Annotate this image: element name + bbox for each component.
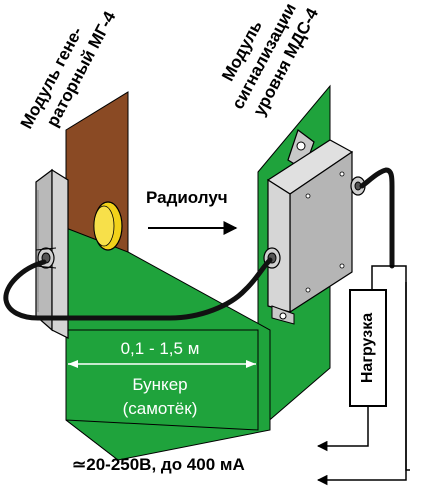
signal-module [263,129,366,325]
load-box [349,289,387,407]
bunker-label-line1: Бункер [132,375,187,394]
signal-title: Модуль сигнализации уровня МДС-4 [218,0,322,119]
distance-arrow-left [68,360,78,368]
interconnect-cable [3,257,273,321]
beam-label: Радиолуч [146,188,228,207]
signal-right-cable-gland-icon [350,176,366,196]
bunker-front-wall [65,329,259,431]
radio-lens-icon [93,201,123,251]
load-label: Нагрузка [359,313,376,383]
distance-arrow-right [246,360,256,368]
load-wire-top [371,265,407,290]
supply-label: ≃20-250В, до 400 мА [72,455,245,474]
generator-module [35,168,69,339]
bunker-label-line2: (самотёк) [123,399,198,418]
output-cable [359,167,395,269]
distance-label: 0,1 - 1,5 м [121,339,200,358]
supply-wire-left [316,406,369,452]
supply-wire-right-arrow [316,282,407,486]
